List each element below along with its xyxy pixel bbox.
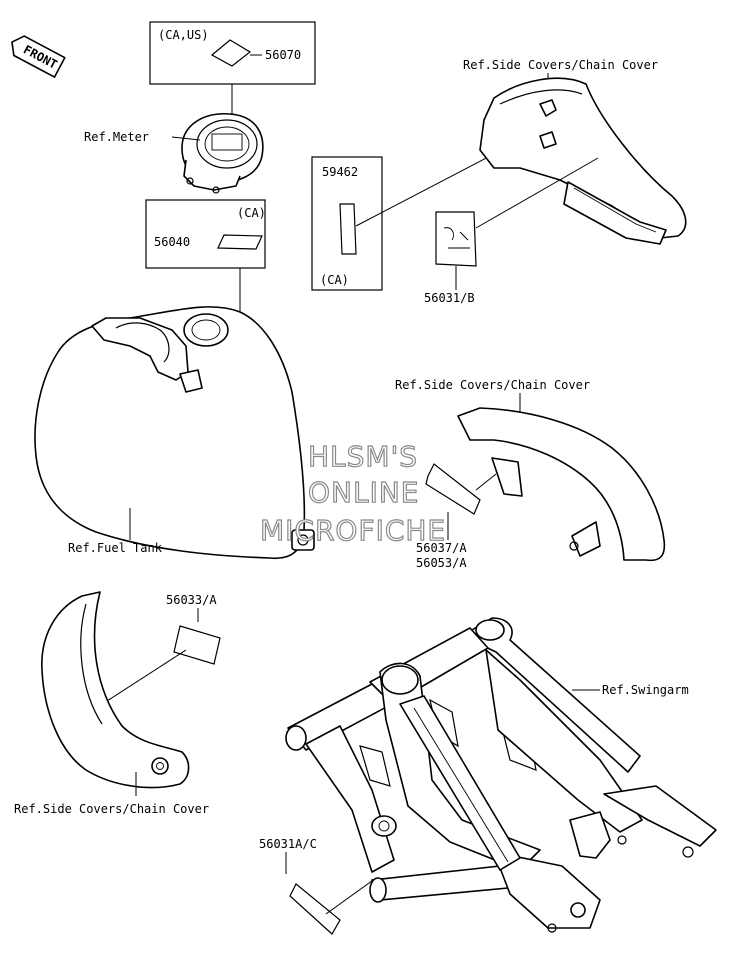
cover-label-part-59462: 59462 — [322, 165, 358, 179]
fuel-tank — [34, 306, 315, 560]
ref-side-covers-bottom-label: Ref.Side Covers/Chain Cover — [14, 802, 209, 816]
front-arrow-icon: FRONT — [11, 35, 66, 78]
part-56037a-label: 56037/A — [416, 541, 467, 555]
ref-side-covers-mid-label: Ref.Side Covers/Chain Cover — [395, 378, 590, 392]
cover-label-box — [311, 156, 383, 291]
ref-swingarm-label: Ref.Swingarm — [602, 683, 689, 697]
swingarm-sticker — [289, 883, 341, 935]
cover-sticker-56031b — [435, 211, 477, 267]
part-56031ac-label: 56031A/C — [259, 837, 317, 851]
part-56033a-label: 56033/A — [166, 593, 217, 607]
ref-meter-label: Ref.Meter — [84, 130, 149, 144]
ref-fuel-tank-label: Ref.Fuel Tank — [68, 541, 163, 555]
watermark-line-3: MICROFICHE — [260, 514, 446, 547]
tank-region-label: (CA) — [237, 206, 266, 220]
tank-label-part-number: 56040 — [154, 235, 190, 249]
side-cover-top — [479, 77, 687, 245]
watermark: HLSM'S ONLINE MICROFICHE — [259, 439, 446, 547]
meter-region-label: (CA,US) — [158, 28, 209, 42]
part-56053a-label: 56053/A — [416, 556, 467, 570]
chain-cover — [457, 407, 666, 562]
swingarm — [285, 617, 717, 933]
meter-sticker — [210, 39, 252, 67]
tank-label-box — [145, 199, 266, 269]
meter-assembly — [181, 113, 264, 194]
cover-region-ca: (CA) — [320, 273, 349, 287]
side-cover-bottom — [41, 591, 190, 789]
watermark-line-2: ONLINE — [308, 476, 419, 509]
tank-sticker — [217, 234, 263, 250]
meter-label-part-number: 56070 — [265, 48, 301, 62]
chain-cover-sticker — [425, 463, 481, 515]
part-56031b-label: 56031/B — [424, 291, 475, 305]
ref-side-covers-top-label: Ref.Side Covers/Chain Cover — [463, 58, 658, 72]
watermark-line-1: HLSM'S — [308, 440, 418, 473]
side-cover-sticker-56033a — [173, 625, 221, 665]
cover-sticker-59462 — [339, 203, 357, 255]
